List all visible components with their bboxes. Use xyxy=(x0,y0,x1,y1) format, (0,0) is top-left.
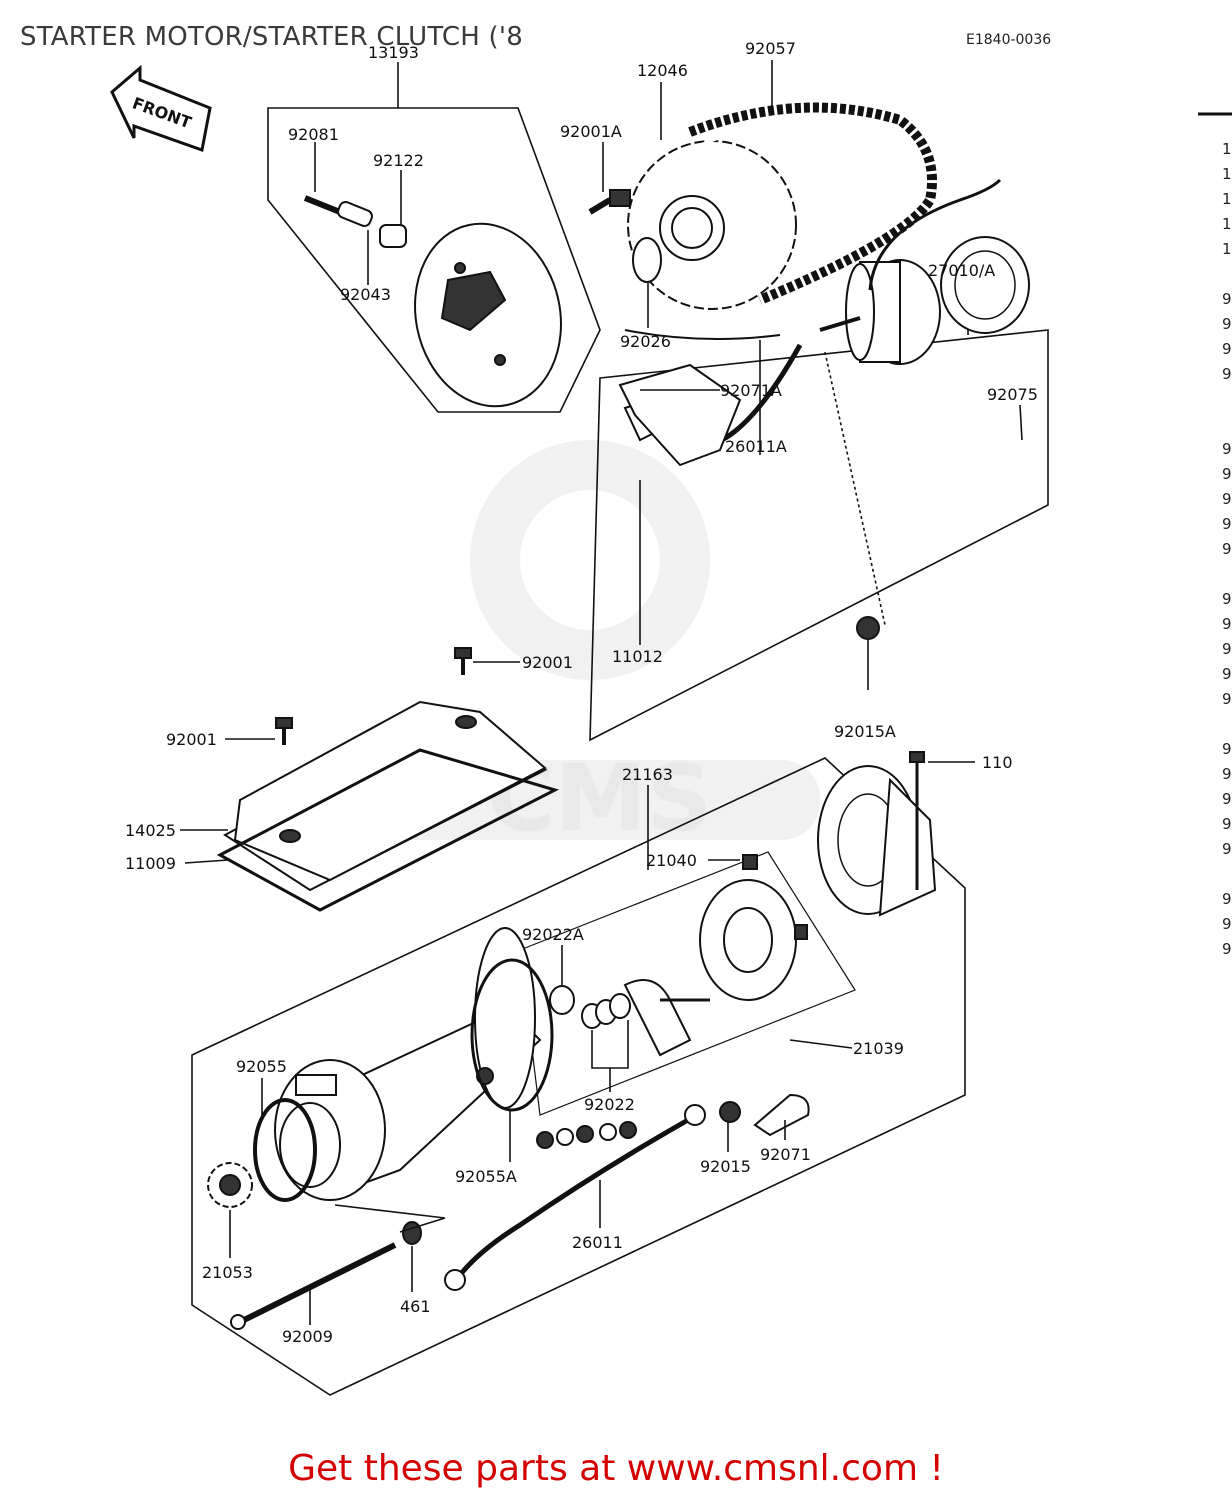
front-arrow: FRONT xyxy=(110,64,212,152)
chain-92057 xyxy=(688,102,937,305)
footer-link[interactable]: Get these parts at www.cmsnl.com ! xyxy=(288,1448,944,1489)
label-92022A: 92022A xyxy=(522,925,584,944)
cover-14025 xyxy=(223,700,548,892)
label-92022: 92022 xyxy=(584,1095,635,1114)
edge-glyph: 9 xyxy=(1222,440,1232,458)
washer-92026 xyxy=(632,237,662,283)
motor-group-outline xyxy=(191,757,966,1396)
edge-glyph: 9 xyxy=(1222,590,1232,608)
brush-holder-21039 xyxy=(623,979,710,1057)
o-ring-92055A xyxy=(470,958,554,1112)
edge-glyph: 9 xyxy=(1222,790,1232,808)
bolt-92001-left xyxy=(275,717,293,745)
edge-glyph: 1 xyxy=(1222,190,1232,208)
label-92055: 92055 xyxy=(236,1057,287,1076)
label-92043: 92043 xyxy=(340,285,391,304)
label-92015A: 92015A xyxy=(834,722,896,741)
bolt-92001-upper xyxy=(454,647,472,675)
edge-glyph: 9 xyxy=(1222,815,1232,833)
label-11012: 11012 xyxy=(612,647,663,666)
label-92001-left: 92001 xyxy=(166,730,217,749)
cap-92071 xyxy=(753,1093,810,1137)
label-461: 461 xyxy=(400,1297,431,1316)
washer-set-92022 xyxy=(549,985,631,1029)
edge-glyph: 1 xyxy=(1222,215,1232,233)
label-21039: 21039 xyxy=(853,1039,904,1058)
label-92001-upper: 92001 xyxy=(522,653,573,672)
nut-92015A xyxy=(856,616,880,640)
edge-glyph: 9 xyxy=(1222,490,1232,508)
brush-plate-21040 xyxy=(699,854,808,1001)
label-92055A: 92055A xyxy=(455,1167,517,1186)
label-92081: 92081 xyxy=(288,125,339,144)
edge-glyph: 9 xyxy=(1222,365,1232,383)
edge-glyph: 9 xyxy=(1222,640,1232,658)
diagram-code: E1840-0036 xyxy=(966,32,1052,48)
edge-glyph: 9 xyxy=(1222,465,1232,483)
edge-glyph: 9 xyxy=(1222,890,1232,908)
edge-glyph: 9 xyxy=(1222,765,1232,783)
clutch-group-outline xyxy=(267,107,601,413)
edge-glyph: 9 xyxy=(1222,540,1232,558)
label-110: 110 xyxy=(982,753,1013,772)
edge-glyph: 1 xyxy=(1222,140,1232,158)
o-ring-92055 xyxy=(253,1098,317,1202)
edge-glyph: 9 xyxy=(1222,665,1232,683)
label-11009: 11009 xyxy=(125,854,176,873)
through-bolt-92009 xyxy=(230,1242,397,1330)
relay-cover-11012 xyxy=(618,363,742,467)
label-12046: 12046 xyxy=(637,61,688,80)
clutch-pin-92122 xyxy=(379,224,407,248)
starter-clutch-body xyxy=(414,222,562,408)
label-27010A: 27010/A xyxy=(928,261,995,280)
gasket-11009 xyxy=(216,748,560,912)
label-21053: 21053 xyxy=(202,1263,253,1282)
edge-glyph: 9 xyxy=(1222,515,1232,533)
label-92015: 92015 xyxy=(700,1157,751,1176)
edge-glyph: 9 xyxy=(1222,915,1232,933)
label-92026: 92026 xyxy=(620,332,671,351)
edge-glyph: 9 xyxy=(1222,315,1232,333)
edge-glyph: 1 xyxy=(1222,240,1232,258)
diagram-title: STARTER MOTOR/STARTER CLUTCH ('8 xyxy=(20,22,523,52)
pinion-21053 xyxy=(207,1162,253,1208)
sprocket-12046 xyxy=(627,140,797,310)
brush-holder-outline xyxy=(519,851,856,1116)
label-92071: 92071 xyxy=(760,1145,811,1164)
edge-glyph: 9 xyxy=(1222,340,1232,358)
label-26011A: 26011A xyxy=(725,437,787,456)
label-14025: 14025 xyxy=(125,821,176,840)
edge-glyph: 9 xyxy=(1222,740,1232,758)
label-92057: 92057 xyxy=(745,39,796,58)
label-13193: 13193 xyxy=(368,43,419,62)
relay-boot-92075 xyxy=(940,236,1030,334)
label-92071A: 92071A xyxy=(720,381,782,400)
edge-glyph: 9 xyxy=(1222,290,1232,308)
nut-92015 xyxy=(719,1101,741,1123)
o-ring-461 xyxy=(402,1221,422,1245)
label-26011: 26011 xyxy=(572,1233,623,1252)
label-92009: 92009 xyxy=(282,1327,333,1346)
edge-glyph: 9 xyxy=(1222,690,1232,708)
cable-26011 xyxy=(444,1104,706,1291)
label-21040: 21040 xyxy=(646,851,697,870)
label-92001A: 92001A xyxy=(560,122,622,141)
edge-glyph: 9 xyxy=(1222,940,1232,958)
clutch-spring-92081 xyxy=(303,195,373,227)
end-cover xyxy=(817,765,937,917)
label-92075: 92075 xyxy=(987,385,1038,404)
label-21163: 21163 xyxy=(622,765,673,784)
terminal-nuts xyxy=(536,1121,637,1149)
bolt-92001A xyxy=(588,189,631,215)
relay-body xyxy=(819,259,941,365)
edge-glyph: 9 xyxy=(1222,840,1232,858)
label-92122: 92122 xyxy=(373,151,424,170)
edge-glyph: 1 xyxy=(1222,165,1232,183)
bolt-110 xyxy=(909,751,925,890)
edge-glyph: 9 xyxy=(1222,615,1232,633)
